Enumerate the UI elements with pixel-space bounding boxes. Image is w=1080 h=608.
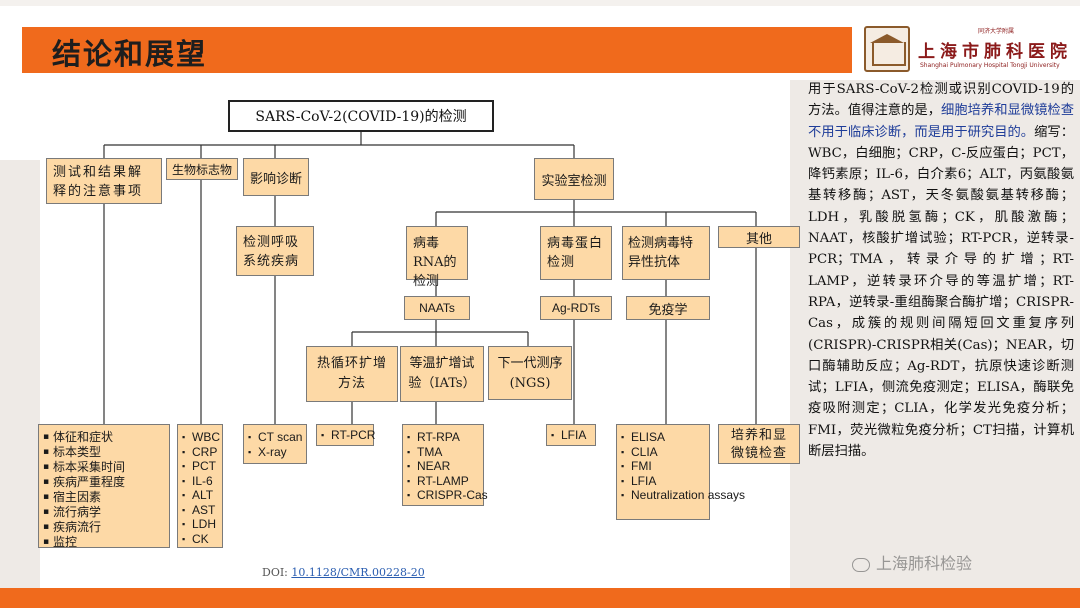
node-notes: 测试和结果解释的注意事项	[46, 158, 162, 204]
list-item: FMI	[621, 459, 705, 474]
node-antibody: 检测病毒特异性抗体	[622, 226, 710, 280]
list-item: IL-6	[182, 474, 218, 489]
right-background	[790, 80, 1080, 590]
top-line	[0, 0, 1080, 6]
notes-panel: 用于SARS-CoV-2检测或识别COVID-19的方法。值得注意的是，细胞培养…	[808, 79, 1074, 462]
logo-small-text: 同济大学附属	[978, 28, 1015, 35]
title-bar: 结论和展望	[22, 27, 852, 73]
node-other: 其他	[718, 226, 800, 248]
list-item: 体征和症状	[43, 430, 165, 445]
node-thermal-cycling: 热循环扩增方法	[306, 346, 398, 402]
list-item: LDH	[182, 517, 218, 532]
bottom-bar	[0, 588, 1080, 608]
leaf-isothermal: RT-RPATMANEARRT-LAMPCRISPR-Cas	[402, 424, 488, 506]
leaf-ag-rdts: LFIA	[546, 424, 596, 446]
node-respiratory: 检测呼吸系统疾病	[236, 226, 314, 276]
node-imaging: 影响诊断	[243, 158, 309, 196]
isothermal-list: RT-RPATMANEARRT-LAMPCRISPR-Cas	[403, 425, 488, 503]
list-item: 标本类型	[43, 445, 165, 460]
ag-rdts-list: LFIA	[547, 425, 595, 443]
watermark-text: 上海肺科检验	[876, 554, 973, 573]
node-ag-rdts: Ag-RDTs	[540, 296, 612, 320]
slide-title: 结论和展望	[52, 37, 208, 71]
list-item: ALT	[182, 488, 218, 503]
logo-english: Shanghai Pulmonary Hospital Tongji Unive…	[920, 62, 1060, 69]
list-item: RT-RPA	[407, 430, 479, 445]
hospital-logo: 同济大学附属 上海市肺科医院 Shanghai Pulmonary Hospit…	[858, 24, 1068, 80]
list-item: PCT	[182, 459, 218, 474]
list-item: ELISA	[621, 430, 705, 445]
node-viral-rna: 病毒RNA的检测	[406, 226, 468, 289]
list-item: 标本采集时间	[43, 460, 165, 475]
node-viral-protein: 病毒蛋白检测	[540, 226, 612, 280]
list-item: CRP	[182, 445, 218, 460]
list-item: WBC	[182, 430, 220, 445]
list-item: 流行病学	[43, 505, 165, 520]
doi-link[interactable]: 10.1128/CMR.00228-20	[291, 566, 425, 579]
list-item: LFIA	[551, 428, 591, 443]
wechat-icon	[852, 557, 870, 572]
list-item: TMA	[407, 445, 479, 460]
list-item: RT-LAMP	[407, 474, 479, 489]
list-item: 疾病流行	[43, 520, 165, 535]
doi-prefix: DOI:	[262, 566, 292, 579]
list-item: 疾病严重程度	[43, 475, 165, 490]
node-isothermal: 等温扩增试验（IATs）	[400, 346, 484, 402]
list-item: RT-PCR	[321, 428, 375, 443]
hospital-seal-icon	[864, 26, 910, 72]
list-item: NEAR	[407, 459, 479, 474]
leaf-notes: 体征和症状标本类型标本采集时间疾病严重程度宿主因素流行病学疾病流行监控	[38, 424, 170, 550]
node-biomarkers: 生物标志物	[166, 158, 238, 180]
logo-name: 上海市肺科医院	[918, 42, 1072, 62]
leaf-immunology: ELISACLIAFMILFIANeutralization assays	[616, 424, 745, 520]
biomarkers-list: WBCCRPPCTIL-6ALTASTLDHCK	[178, 425, 222, 546]
doi-reference: DOI: 10.1128/CMR.00228-20	[262, 566, 425, 579]
diagram-connectors	[103, 132, 757, 424]
list-item: LFIA	[621, 474, 705, 489]
node-naats: NAATs	[404, 296, 470, 320]
list-item: CT scan	[248, 430, 302, 445]
thermal-list: RT-PCR	[317, 425, 375, 443]
list-item: CLIA	[621, 445, 705, 460]
left-background	[0, 160, 40, 590]
leaf-biomarkers: WBCCRPPCTIL-6ALTASTLDHCK	[177, 424, 223, 548]
node-lab: 实验室检测	[534, 158, 614, 200]
notes-intro: 用于SARS-CoV-2检测或识别COVID-19的方法。值得注意的是，	[808, 82, 1074, 119]
imaging-list: CT scanX-ray	[244, 425, 306, 459]
notes-highlight: 细胞培养和显微镜检查不用于临床诊断，而是用于研究目的。	[808, 103, 1075, 140]
immunology-list: ELISACLIAFMILFIANeutralization assays	[617, 425, 745, 503]
leaf-culture: 培养和显微镜检查	[718, 424, 800, 464]
node-immunology: 免疫学	[626, 296, 710, 320]
list-item: Neutralization assays	[621, 488, 745, 503]
leaf-imaging: CT scanX-ray	[243, 424, 307, 464]
leaf-thermal: RT-PCR	[316, 424, 375, 446]
list-item: CRISPR-Cas	[407, 488, 488, 503]
list-item: 宿主因素	[43, 490, 165, 505]
diagram-root: SARS-CoV-2(COVID-19)的检测	[228, 100, 494, 132]
notes-list: 体征和症状标本类型标本采集时间疾病严重程度宿主因素流行病学疾病流行监控	[39, 425, 169, 550]
notes-abbreviations: 缩写：WBC，白细胞；CRP，C-反应蛋白；PCT，降钙素原；IL-6，白介素6…	[808, 124, 1075, 460]
watermark: 上海肺科检验	[852, 550, 972, 574]
list-item: 监控	[43, 535, 165, 550]
list-item: AST	[182, 503, 218, 518]
list-item: X-ray	[248, 445, 302, 460]
node-ngs: 下一代测序(NGS)	[488, 346, 572, 400]
list-item: CK	[182, 532, 218, 547]
